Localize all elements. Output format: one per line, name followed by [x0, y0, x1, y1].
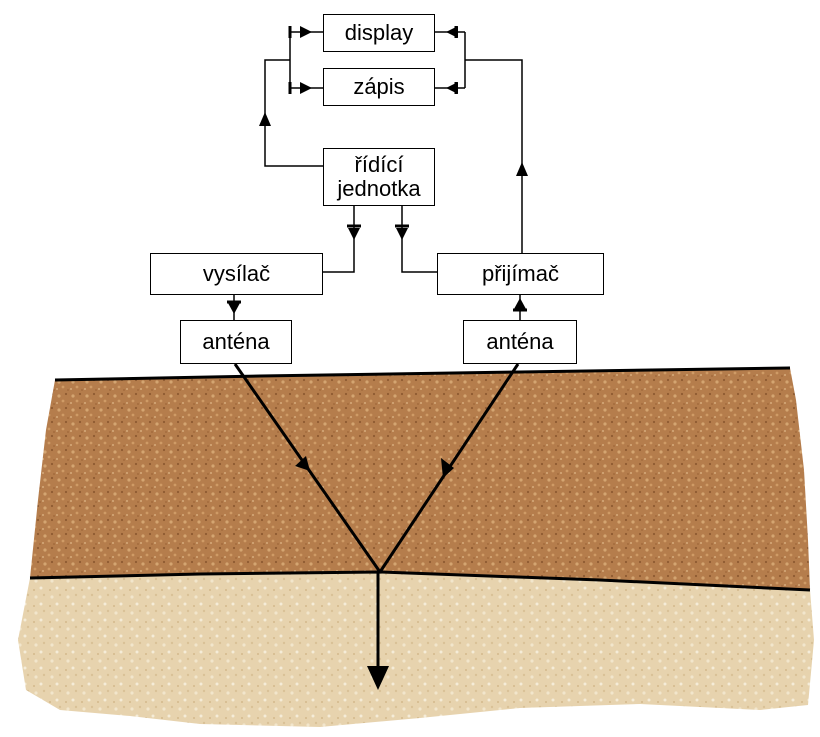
receiver-box: přijímač — [437, 253, 604, 295]
display-label: display — [345, 21, 413, 45]
arrow-down-icon — [348, 228, 360, 240]
zapis-label: zápis — [353, 75, 404, 99]
arrow-right-icon — [300, 82, 312, 94]
control-unit-label-line1: řídící — [355, 153, 404, 177]
arrow-up-icon — [514, 298, 526, 309]
zapis-box: zápis — [323, 68, 435, 106]
lower-soil-layer — [18, 572, 814, 727]
arrow-up-icon — [516, 162, 528, 176]
antenna-right-box: anténa — [463, 320, 577, 364]
arrow-up-icon — [259, 112, 271, 126]
antenna-left-label: anténa — [202, 330, 269, 354]
upper-soil-layer — [30, 368, 810, 590]
arrow-right-icon — [300, 26, 312, 38]
arrow-down-icon — [228, 303, 240, 314]
control-unit-box: řídící jednotka — [323, 148, 435, 206]
receiver-label: přijímač — [482, 262, 559, 286]
control-unit-label-line2: jednotka — [337, 177, 420, 201]
transmitter-label: vysílač — [203, 262, 270, 286]
display-box: display — [323, 14, 435, 52]
antenna-right-label: anténa — [486, 330, 553, 354]
antenna-left-box: anténa — [180, 320, 292, 364]
arrow-down-icon — [396, 228, 408, 240]
transmitter-box: vysílač — [150, 253, 323, 295]
